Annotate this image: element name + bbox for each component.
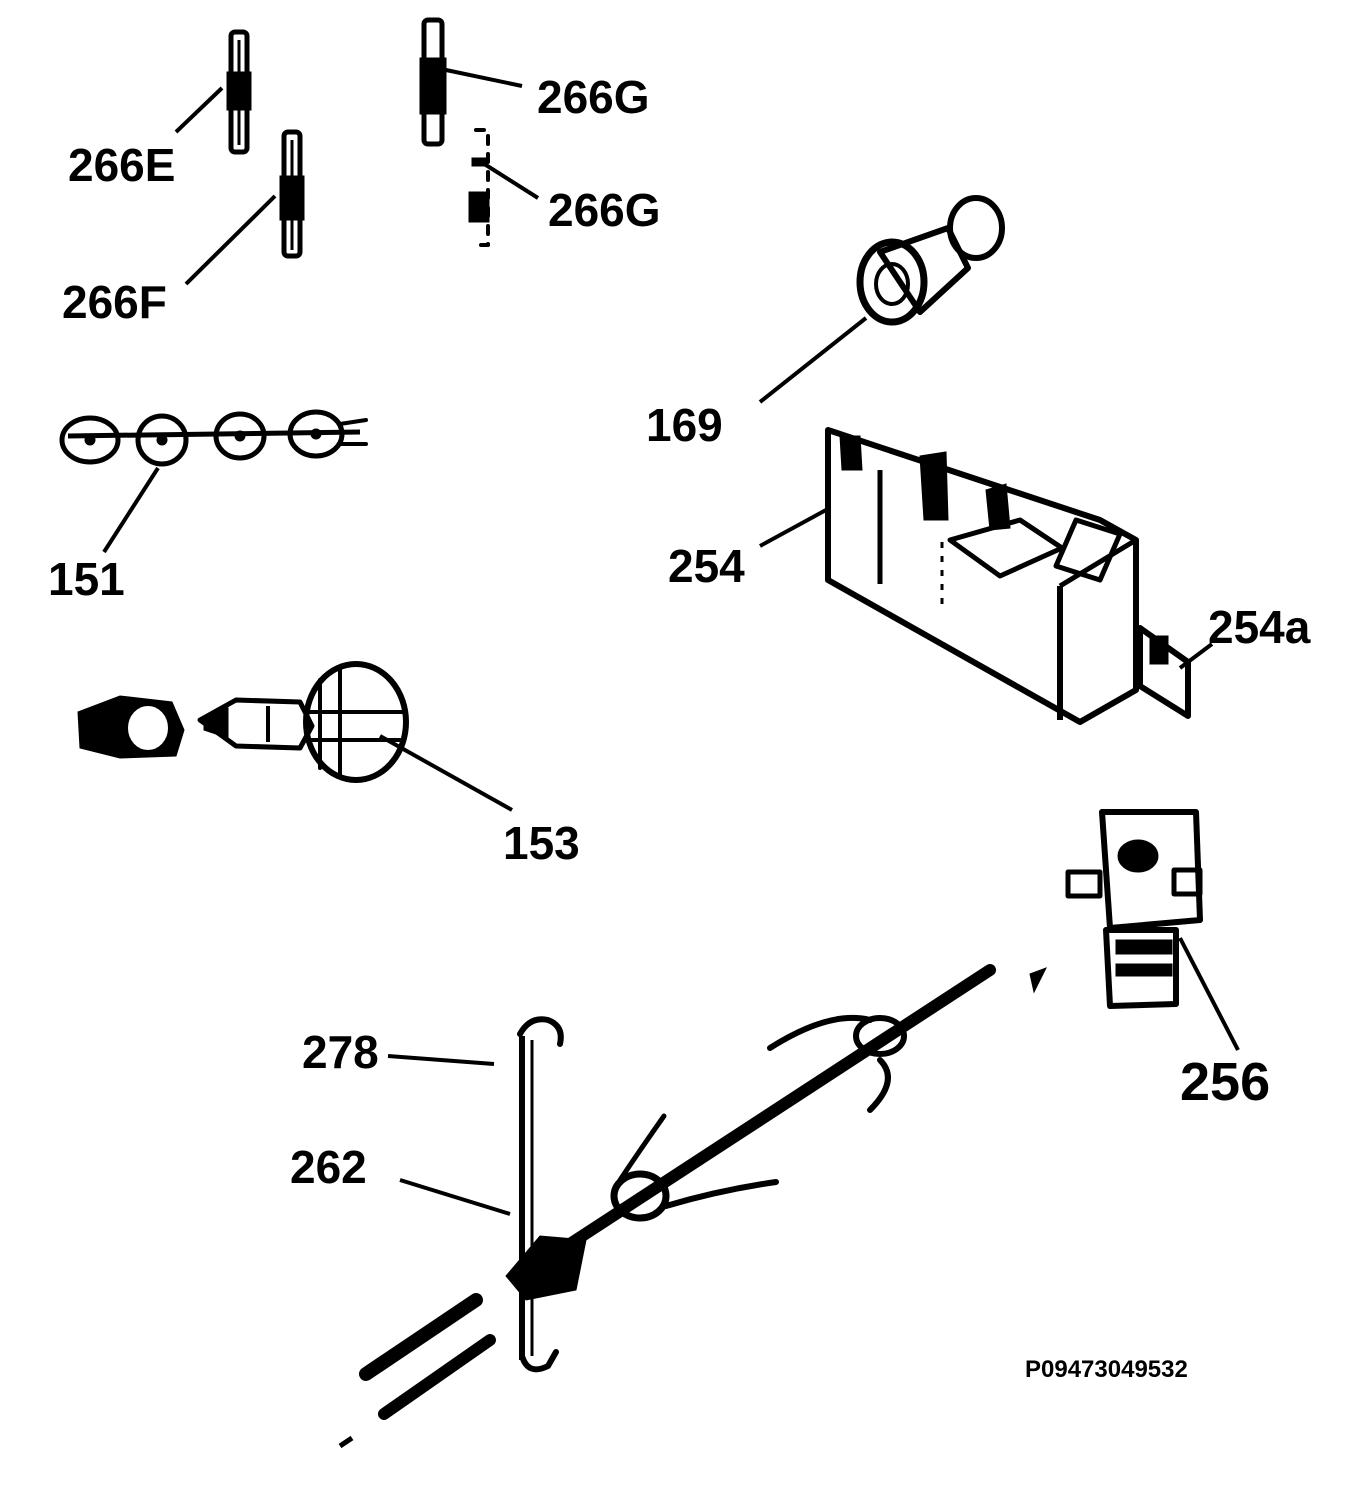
part-169-drawing [856,195,1005,326]
part-266g-lower-drawing [468,128,490,247]
label-254a: 254a [1208,601,1311,653]
label-266e: 266E [68,139,175,191]
part-266e-drawing [226,29,252,155]
part-254-drawing [825,427,1139,725]
part-278-drawing [517,1016,564,1373]
part-266f-drawing [279,129,305,259]
leader-line-266g-upper [445,68,523,88]
part-266g-upper-drawing [419,17,447,147]
leader-line-169 [758,316,868,404]
label-169: 169 [646,399,723,451]
label-266g-lower: 266G [548,184,661,236]
label-266g-upper: 266G [537,71,650,123]
leader-line-266f [184,194,277,286]
label-266f: 266F [62,276,167,328]
part-262-drawing [338,964,996,1449]
label-153: 153 [503,817,580,869]
leader-line-262 [399,1178,511,1216]
leader-line-256 [1178,937,1240,1051]
leader-line-254 [759,508,827,548]
part-254a-drawing [1137,625,1191,719]
leader-line-278 [387,1054,495,1066]
drawing-code: P09473049532 [1025,1356,1188,1383]
leader-line-266g-lower [476,158,540,200]
label-256: 256 [1180,1052,1270,1112]
label-262: 262 [290,1141,367,1193]
label-151: 151 [48,553,125,605]
leader-line-254a [1178,642,1214,670]
leader-line-266e [174,86,224,134]
part-256-drawing [1029,809,1203,1009]
leader-line-153 [379,734,513,812]
leader-line-151 [102,466,160,554]
label-278: 278 [302,1026,379,1078]
label-254: 254 [668,540,745,592]
part-151-drawing [59,409,368,467]
part-153-drawing [77,661,409,783]
